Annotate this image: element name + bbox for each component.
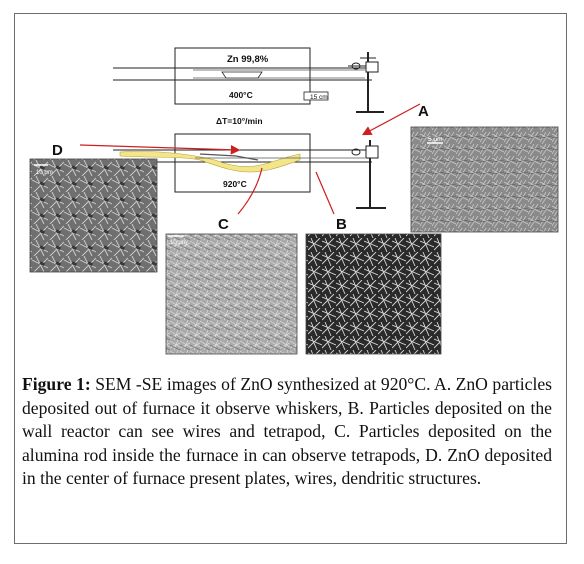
figure-caption: Figure 1: SEM -SE images of ZnO synthesi… [22, 373, 552, 491]
sem-d-scale: 10 μm [36, 170, 53, 176]
furnace-diagram: Zn 99,8% 400°C 15 cm ΔT=10°/min 920°C A … [29, 47, 559, 355]
caption-text: SEM -SE images of ZnO synthesized at 920… [22, 374, 552, 489]
bottom-temperature-label: 920°C [223, 179, 247, 189]
stand-bottom [351, 140, 386, 209]
ramp-label: ΔT=10°/min [216, 116, 263, 126]
sem-image-d [29, 158, 158, 273]
marker-c: C [218, 216, 229, 233]
stand-top [351, 52, 384, 113]
zn-purity-label: Zn 99,8% [227, 54, 269, 65]
sem-c-scale: 10 μm [170, 240, 187, 246]
figure-label: Figure 1: [22, 374, 91, 394]
sem-image-b [305, 233, 442, 355]
arrow-b [315, 171, 335, 215]
top-temperature-label: 400°C [229, 90, 253, 100]
arrow-d [79, 144, 241, 155]
marker-b: B [336, 216, 347, 233]
sem-image-a [410, 126, 559, 233]
scale-label: 15 cm [310, 94, 328, 101]
marker-d: D [52, 142, 63, 159]
arrow-a [361, 103, 421, 136]
arrow-c [237, 167, 263, 215]
sem-image-c [165, 233, 298, 355]
sem-a-scale: 5 μm [428, 136, 443, 143]
furnace-top [113, 47, 372, 105]
marker-a: A [418, 103, 429, 120]
furnace-bottom [113, 133, 372, 193]
